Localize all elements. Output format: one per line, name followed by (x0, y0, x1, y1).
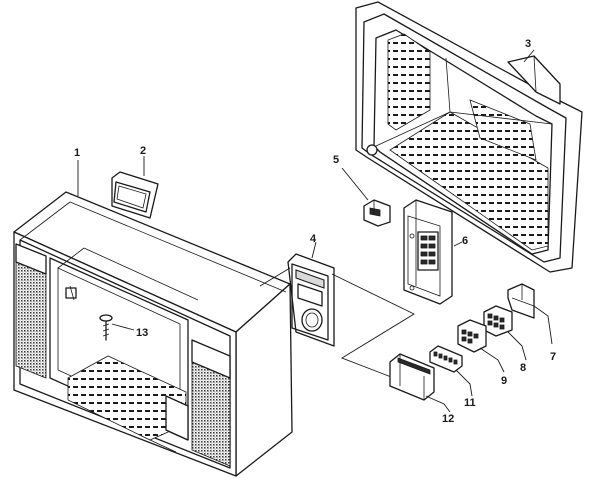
callout-3: 3 (525, 38, 531, 50)
control-panel (287, 253, 335, 347)
screw (99, 314, 113, 341)
callout-7: 7 (550, 351, 556, 363)
leader-4-mount (259, 267, 291, 287)
part-8-connector (483, 305, 513, 337)
bracket-connectors (420, 235, 436, 265)
callout-1: 1 (74, 147, 80, 159)
part-7-plate (507, 283, 535, 319)
leader-4 (311, 241, 317, 259)
callout-9: 9 (501, 375, 507, 387)
part-9-connector (457, 319, 487, 353)
leader-5 (341, 167, 369, 201)
callout-12: 12 (442, 413, 454, 425)
emblem (111, 171, 159, 219)
front-cabinet (13, 191, 293, 477)
callout-8: 8 (520, 362, 526, 374)
leader-11 (455, 369, 473, 397)
callout-11: 11 (464, 397, 476, 409)
callout-4: 4 (310, 233, 317, 245)
callout-2: 2 (140, 145, 146, 157)
leader-3 (523, 49, 535, 63)
right-speaker-grille (191, 361, 231, 467)
left-speaker-grille (15, 261, 47, 379)
rear-cover-vents (387, 33, 549, 251)
rear-cover (355, 1, 583, 273)
part-12-module (389, 353, 435, 401)
leader-8 (507, 331, 527, 361)
bracket (403, 199, 453, 305)
callout-13: 13 (136, 327, 148, 339)
leader-7 (533, 305, 553, 345)
leader-9 (479, 347, 505, 373)
callout-6: 6 (462, 235, 468, 247)
callout-5: 5 (333, 154, 339, 166)
part-11-connector (429, 345, 463, 373)
assembly-guide-lines (331, 273, 431, 393)
clip (363, 199, 391, 227)
leader-6 (453, 241, 463, 247)
leader-12 (425, 395, 451, 413)
leader-13 (111, 323, 135, 331)
